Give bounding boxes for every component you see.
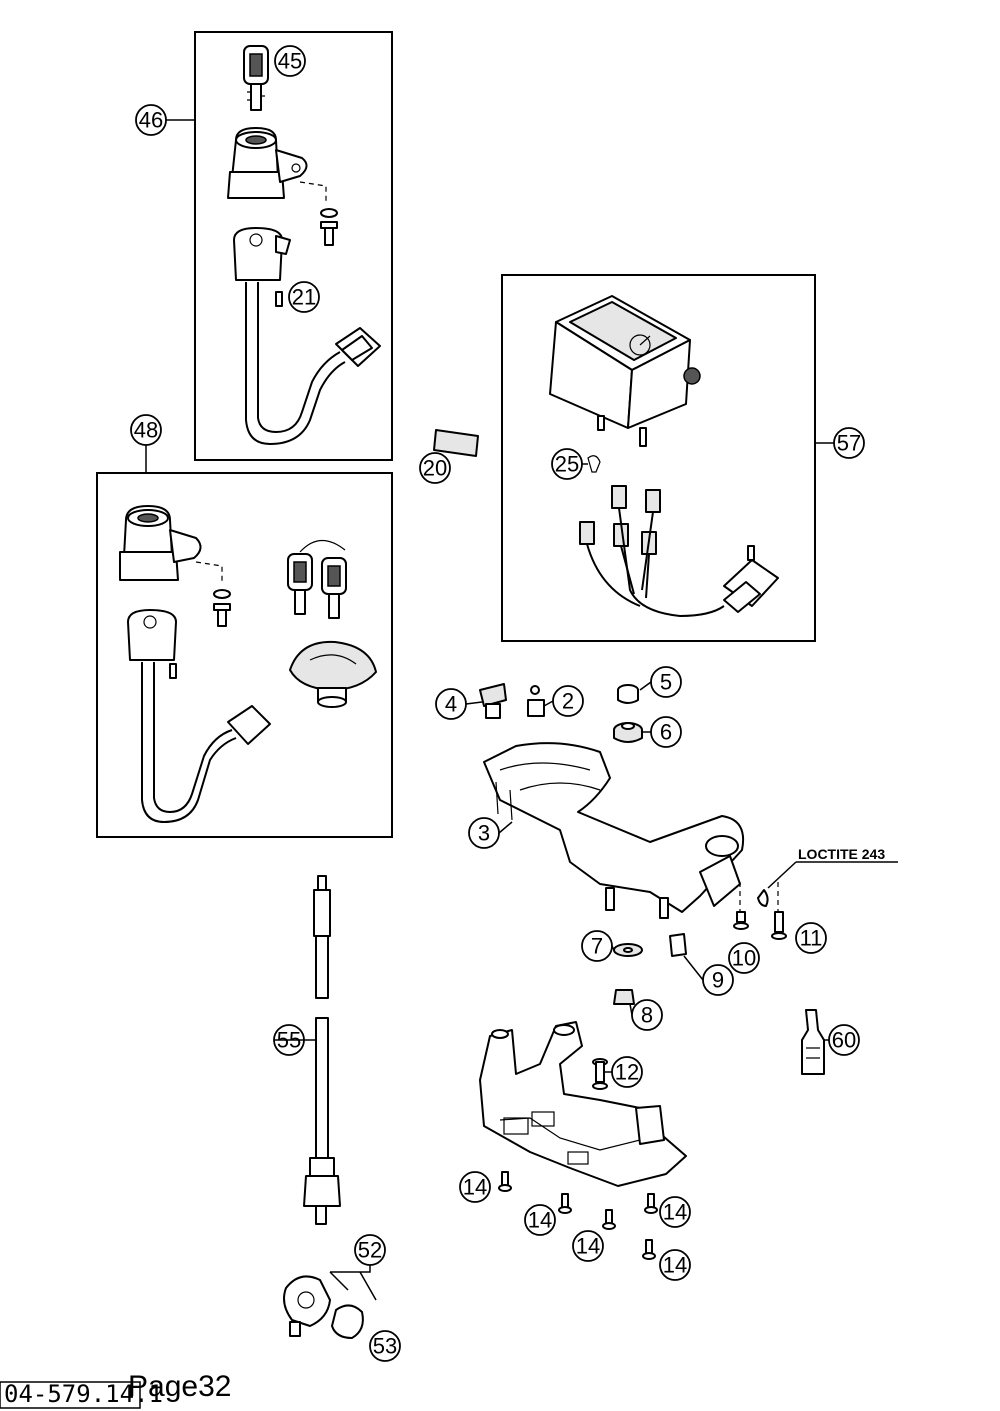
- callout-2-label: 2: [562, 689, 574, 714]
- callout-14-c-label: 14: [663, 1200, 687, 1225]
- clip-9-drawing: [669, 933, 687, 957]
- doc-number-box: [0, 1381, 141, 1409]
- group-46-frame: [194, 31, 393, 461]
- part-20-drawing: [433, 429, 479, 457]
- grommet-5-drawing: [617, 684, 639, 704]
- callout-20-label: 20: [423, 456, 447, 481]
- callout-11-label: 11: [800, 926, 823, 951]
- callout-57: 57: [833, 427, 865, 459]
- callout-14-a-label: 14: [463, 1175, 487, 1200]
- callout-6: 6: [650, 716, 682, 748]
- washer-7-drawing: [613, 943, 643, 957]
- callout-4: 4: [435, 688, 467, 720]
- screw-12-drawing: [592, 1058, 608, 1090]
- callout-14-e: 14: [659, 1249, 691, 1281]
- callout-60: 60: [828, 1024, 860, 1056]
- callout-45-label: 45: [278, 49, 302, 74]
- tank-cap-drawing: [289, 640, 377, 708]
- callout-4-label: 4: [445, 692, 457, 717]
- doc-number: 04-579.14.1: [4, 1380, 163, 1408]
- nut-8-drawing: [613, 989, 635, 1005]
- group-48-frame: [96, 472, 393, 838]
- speedometer-bulb-wiring-drawing: [579, 455, 779, 618]
- switch-4-drawing: [479, 683, 507, 719]
- callout-14-d: 14: [572, 1230, 604, 1262]
- callout-46: 46: [135, 104, 167, 136]
- page-label: Page32: [128, 1370, 231, 1403]
- callout-14-a: 14: [459, 1171, 491, 1203]
- speedo-drive-52-drawing: [283, 1275, 331, 1337]
- callout-8: 8: [631, 999, 663, 1031]
- callout-9: 9: [702, 964, 734, 996]
- group-57-frame: [501, 274, 816, 642]
- callout-25: 25: [551, 448, 583, 480]
- threadlock-60-drawing: [801, 1009, 825, 1075]
- speedometer-drawing: [549, 295, 701, 447]
- loctite-annotation: LOCTITE 243: [739, 846, 898, 912]
- callout-10: 10: [728, 942, 760, 974]
- callout-6-label: 6: [660, 720, 672, 745]
- loctite-label: LOCTITE 243: [798, 846, 885, 862]
- speedo-cable-55-drawing: [303, 875, 341, 1225]
- callout-52-label: 52: [358, 1238, 382, 1263]
- callout-57-label: 57: [837, 431, 861, 456]
- callout-53-label: 53: [373, 1334, 397, 1359]
- callout-8-label: 8: [641, 1003, 653, 1028]
- ignition-switch-drawing: [233, 227, 381, 446]
- callout-12-label: 12: [615, 1060, 639, 1085]
- callout-7: 7: [581, 930, 613, 962]
- grommet-6-drawing: [613, 722, 643, 743]
- screws-14-drawing: [498, 1171, 658, 1260]
- callout-5-label: 5: [660, 670, 672, 695]
- callout-21: 21: [288, 281, 320, 313]
- callout-10-label: 10: [732, 946, 756, 971]
- lock-set-cylinder-drawing: [119, 505, 231, 627]
- callout-14-b: 14: [524, 1204, 556, 1236]
- switch-2-drawing: [527, 685, 545, 717]
- screw-11-drawing: [771, 911, 787, 940]
- lower-bracket-drawing: [479, 1021, 687, 1187]
- callout-14-b-label: 14: [528, 1208, 552, 1233]
- callout-14-d-label: 14: [576, 1234, 600, 1259]
- callout-53: 53: [369, 1330, 401, 1362]
- gasket-53-drawing: [329, 1271, 377, 1339]
- callout-3: 3: [468, 817, 500, 849]
- callout-3-label: 3: [478, 821, 490, 846]
- callout-2: 2: [552, 685, 584, 717]
- callout-21-label: 21: [292, 285, 316, 310]
- callout-46-label: 46: [139, 108, 163, 133]
- callout-25-label: 25: [555, 452, 579, 477]
- callout-20: 20: [419, 452, 451, 484]
- callout-9-label: 9: [712, 968, 724, 993]
- callout-14-c: 14: [659, 1196, 691, 1228]
- callout-48-label: 48: [134, 418, 158, 443]
- lock-set-switch-drawing: [127, 609, 271, 824]
- lock-cylinder-drawing: [227, 127, 338, 246]
- screw-10-drawing: [733, 911, 749, 930]
- callout-60-label: 60: [832, 1028, 856, 1053]
- callout-11: 11: [795, 922, 827, 954]
- key-45-drawing: [243, 45, 269, 111]
- callout-14-e-label: 14: [663, 1253, 687, 1278]
- callout-48: 48: [130, 414, 162, 446]
- callout-5: 5: [650, 666, 682, 698]
- callout-12: 12: [611, 1056, 643, 1088]
- callout-52: 52: [354, 1234, 386, 1266]
- lock-set-keys-drawing: [287, 539, 347, 619]
- callout-45: 45: [274, 45, 306, 77]
- callout-7-label: 7: [591, 934, 603, 959]
- bracket-3-drawing: [483, 742, 744, 919]
